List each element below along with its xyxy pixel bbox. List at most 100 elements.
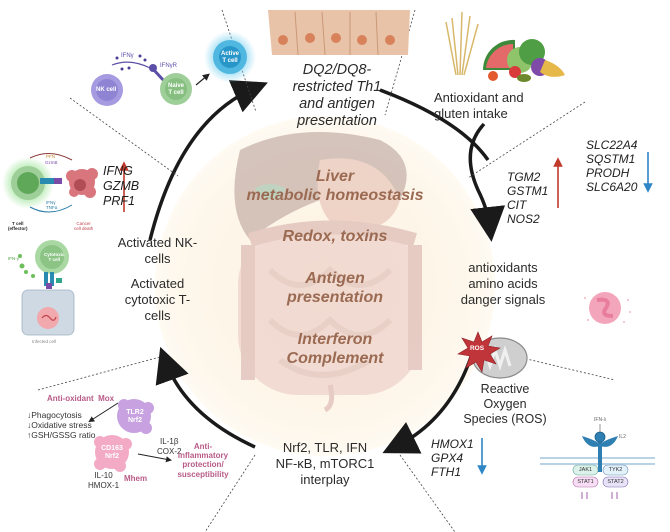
pfn-label: PFN — [46, 154, 55, 159]
center-interferon-label: Interferon Complement — [240, 330, 430, 368]
il10-hmox1-label: IL-10 HMOX-1 — [88, 471, 119, 490]
signals-label: antioxidants amino acids danger signals — [448, 260, 558, 308]
intake-line-2: gluten intake — [434, 106, 508, 121]
nrf2-text-2: Nrf2 — [104, 453, 119, 460]
gene: SQSTM1 — [586, 152, 636, 167]
cycle-arrow-top-left — [148, 80, 268, 241]
effect-item: ↑GSH/GSSG ratio — [27, 430, 96, 441]
nk-cell-label: NK cell — [96, 87, 117, 93]
signals-line-2: amino acids — [468, 276, 538, 291]
signals-line-1: antioxidants — [468, 260, 538, 275]
activated-ctl-label: Activated cytotoxic T- cells — [100, 276, 215, 324]
cancer-line-1: Cancer — [76, 221, 91, 226]
upregulated-genes-top-right: TGM2 GSTM1 CIT NOS2 — [507, 170, 548, 227]
tcell-line-2: (effector) — [8, 226, 28, 231]
stat1-label: STAT1 — [577, 479, 594, 485]
top-line-2: restricted Th1 — [292, 79, 382, 95]
outcome-label: Anti- inflammatory protection/ susceptib… — [172, 442, 234, 479]
il1b-text: IL-1β — [160, 437, 179, 446]
center-liver-label: Liver metabolic homeostasis — [240, 167, 430, 205]
stat2-label: STAT2 — [607, 479, 624, 485]
ros-badge-label: ROS — [469, 345, 485, 352]
gene: HMOX1 — [431, 437, 474, 451]
effect-item: ↓Oxidative stress — [27, 420, 92, 431]
gene: SLC22A4 — [586, 138, 638, 152]
active-line-2: T cell — [222, 58, 238, 64]
ctl-line-2: cytotoxic T- — [124, 292, 191, 307]
presentation-text: presentation — [286, 289, 383, 306]
ctl-line-3: cells — [144, 308, 171, 323]
antioxidant-mox-title: Anti-oxidant Mox — [47, 394, 115, 403]
downregulated-genes-right: HMOX1 GPX4 FTH1 — [431, 437, 474, 479]
nk-line-2: cells — [144, 251, 171, 266]
il1b-cox2-label: IL-1β COX-2 — [157, 437, 181, 456]
nk-line-1: Activated NK- — [117, 235, 198, 250]
ros-burst-icon — [457, 331, 501, 373]
complement-text: Complement — [286, 350, 384, 367]
cycle-arrow-intake — [468, 122, 506, 242]
cancer-cell-death-label: Cancer cell death — [74, 221, 93, 231]
gene: PRODH — [586, 166, 630, 181]
il2-label: IL2 — [619, 434, 626, 440]
cycle-arrow-top-right — [379, 88, 490, 162]
gene: TGM2 — [507, 170, 541, 184]
gene: PRF1 — [103, 193, 135, 208]
top-stage-label: DQ2/DQ8- restricted Th1 and antigen pres… — [262, 62, 412, 130]
il10-text: IL-10 — [94, 471, 113, 480]
downregulated-genes-top-right: SLC22A4 SQSTM1 PRODH SLC6A20 — [586, 138, 637, 195]
effector-killing-illustration — [2, 153, 98, 213]
outcome-line: Anti- — [193, 442, 213, 451]
ifngr-label: IFNγR — [160, 63, 177, 69]
nrf2-text: Nrf2 — [127, 417, 142, 424]
liver-text: Liver — [315, 168, 355, 185]
gzmb-label: GzmB — [45, 160, 58, 165]
t-cell-effector-label: T cell (effector) — [8, 221, 28, 231]
intake-label: Antioxidant and gluten intake — [434, 90, 524, 122]
naive-t-cell-label: Naive T cell — [166, 83, 186, 97]
intake-line-1: Antioxidant and — [434, 90, 524, 105]
cox2-text: COX-2 — [157, 446, 182, 456]
effect-item: ↓Phagocytosis — [27, 410, 82, 420]
gene: IFNG — [103, 164, 133, 178]
outcome-line: protection/ — [182, 460, 224, 470]
top-line-1: DQ2/DQ8- — [302, 62, 372, 78]
upregulated-genes-left: IFNG GZMB PRF1 — [103, 164, 139, 208]
cytotoxic-t-cell-label: Cytotoxic T cell — [44, 252, 65, 262]
cycle-arrow-ros — [382, 353, 474, 454]
gene: GSTM1 — [507, 184, 549, 199]
immune-activation-illustration — [91, 31, 256, 106]
cycle-arrow-bottom-left — [155, 346, 256, 449]
ifng-text: IFNγ — [46, 200, 56, 205]
tnfa-text: TNFα — [46, 205, 58, 210]
tcell-line-1: T cell — [12, 221, 24, 226]
active-t-cell-label: Active T cell — [220, 51, 240, 65]
gene: FTH1 — [431, 465, 461, 480]
cancer-line-2: cell death — [74, 226, 94, 231]
ifng-gamma-label: IFN-γ — [8, 256, 19, 261]
interplay-label: Nrf2, TLR, IFN NF-κB, mTORC1 interplay — [250, 440, 400, 488]
interplay-line-3: interplay — [300, 472, 350, 487]
active-line-1: Active — [220, 51, 239, 57]
mox-effects-list: ↓Phagocytosis ↓Oxidative stress ↑GSH/GSS… — [27, 410, 96, 441]
cytotoxic-infected-illustration — [18, 240, 75, 336]
macrophage-illustration — [88, 399, 172, 472]
center-redox-label: Redox, toxins — [282, 228, 388, 245]
interferon-text: Interferon — [297, 331, 373, 348]
ctl-text-1: Cytotoxic — [44, 252, 65, 257]
infected-cell-label: Infected cell — [32, 339, 57, 344]
ctl-line-1: Activated — [130, 276, 185, 291]
ifng-label: IFNγ — [121, 53, 134, 59]
ros-line-2: Oxygen — [483, 397, 527, 411]
tlr2-text: TLR2 — [126, 409, 144, 416]
cd163-text: CD163 — [101, 445, 123, 452]
receptor-signaling-illustration — [540, 424, 655, 499]
top-line-4: presentation — [297, 113, 377, 129]
center-antigen-label: Antigen presentation — [240, 269, 430, 307]
tyk2-label: TYK2 — [608, 467, 623, 473]
gene: CIT — [507, 198, 527, 213]
activated-nk-label: Activated NK- cells — [100, 235, 215, 267]
ifn-lambda-label: IFN-λ — [594, 417, 607, 423]
naive-line-2: T cell — [168, 90, 184, 96]
outcome-line: susceptibility — [177, 469, 229, 479]
